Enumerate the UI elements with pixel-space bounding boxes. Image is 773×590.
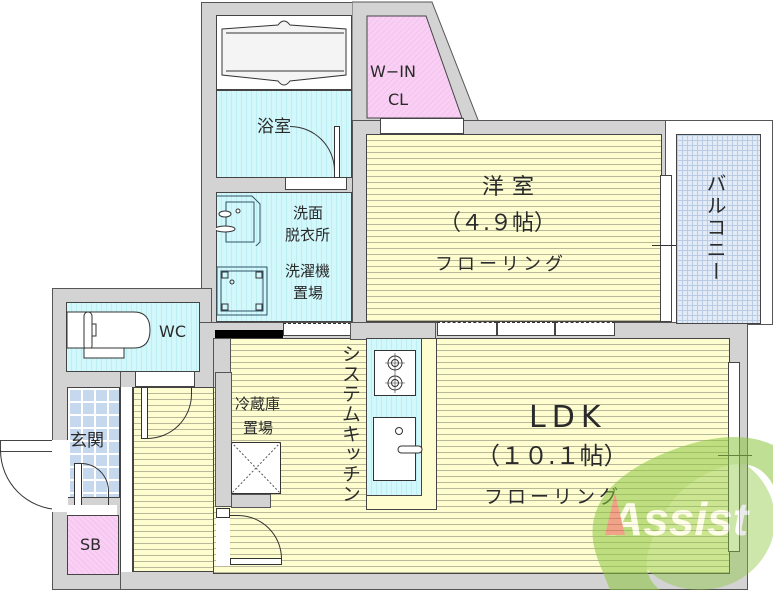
toilet-door-opening[interactable] <box>135 372 195 387</box>
toilet-label: WC <box>159 322 186 341</box>
fridge-label-line2: 置場 <box>243 419 274 437</box>
assist-watermark-text: Assist <box>609 493 750 545</box>
washroom-threshold-black <box>215 330 283 338</box>
ldk-size: （１０.１帖） <box>476 442 628 470</box>
western-room-flooring: フローリング <box>435 254 567 275</box>
room-shoe-box: SB <box>67 515 119 575</box>
sink-icon <box>373 417 423 481</box>
bathroom-label: 浴室 <box>257 117 291 137</box>
washroom-label-line2: 脱衣所 <box>285 226 331 244</box>
shoe-box-label: SB <box>80 535 102 554</box>
ldk-door-panel <box>230 558 282 565</box>
wall-fridge-base <box>231 494 271 508</box>
bathroom-door-panel <box>334 126 340 178</box>
front-door[interactable] <box>0 450 60 510</box>
ldk-flooring: フローリング <box>484 486 623 508</box>
room-bathroom: 浴室 <box>216 90 352 178</box>
washroom-sliding-door[interactable] <box>283 323 351 336</box>
western-room-window[interactable] <box>660 175 672 322</box>
room-western: 洋室 （４.９帖） フローリング <box>366 134 662 322</box>
room-balcony: バルコニー <box>676 134 761 324</box>
shoebox-door-opening <box>67 505 117 515</box>
walk-in-closet-label-line2: CL <box>388 90 409 109</box>
western-room-sliding-door-1[interactable] <box>437 322 497 336</box>
fridge-placeholder-icon <box>231 442 281 494</box>
bathtub-icon <box>221 20 347 86</box>
western-room-sliding-door-3[interactable] <box>555 322 615 336</box>
room-washroom: 洗面 脱衣所 洗濯機 置場 <box>216 192 352 322</box>
window-line <box>652 245 686 246</box>
wall-fridge-side <box>215 372 232 507</box>
assist-watermark-logo: Assist <box>592 437 773 590</box>
ldk-label: LDK <box>529 400 607 435</box>
ldk-door-frame-top <box>216 508 230 518</box>
stove-icon <box>374 350 416 396</box>
washroom-label-line1: 洗面 <box>293 204 324 222</box>
bathroom-door-opening[interactable] <box>285 178 347 190</box>
ldk-door-opening <box>216 518 230 566</box>
washroom-label-line3: 洗濯機 <box>285 262 331 280</box>
fridge-label-line1: 冷蔵庫 <box>235 395 281 413</box>
entrance-lobby-floor <box>120 387 133 572</box>
entrance-label: 玄関 <box>70 431 104 451</box>
washbasin-icon <box>216 195 261 246</box>
walk-in-closet-label-line1: W−IN <box>370 62 416 81</box>
washing-machine-icon <box>216 266 268 316</box>
front-door-opening <box>52 440 68 512</box>
western-room-size: （４.９帖） <box>439 211 556 236</box>
balcony-label: バルコニー <box>703 173 727 283</box>
western-room-sliding-door-2[interactable] <box>497 322 555 336</box>
toilet-icon <box>66 311 151 359</box>
western-room-label: 洋室 <box>482 175 543 200</box>
kitchen-label: システムキッチン <box>338 344 361 504</box>
closet-door[interactable] <box>380 118 464 134</box>
washroom-label-line4: 置場 <box>293 284 324 302</box>
